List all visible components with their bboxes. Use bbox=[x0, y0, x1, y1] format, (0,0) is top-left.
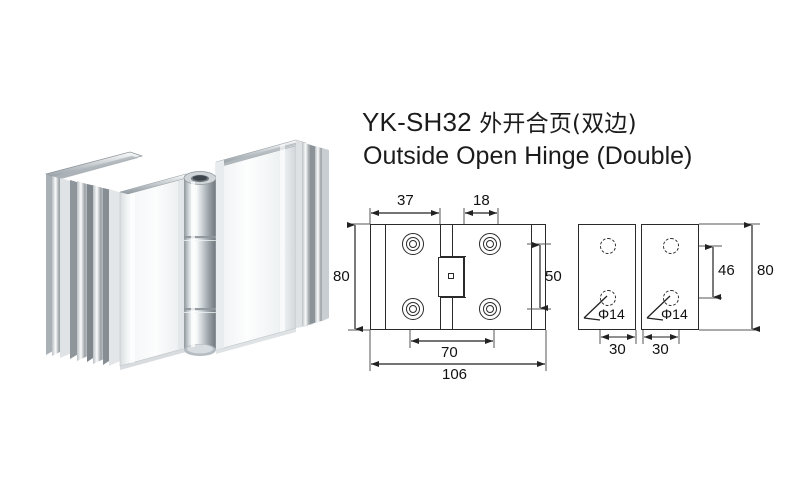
front-view-right-edge-line bbox=[531, 224, 533, 330]
dimension-label-46: 46 bbox=[718, 262, 735, 279]
dimension-label-37: 37 bbox=[397, 192, 414, 209]
dimension-label-phi14-right: Φ14 bbox=[661, 306, 688, 322]
product-photo bbox=[34, 112, 334, 370]
dimension-label-50: 50 bbox=[545, 268, 562, 285]
dimension-label-80-right: 80 bbox=[757, 262, 774, 279]
dimension-label-106: 106 bbox=[442, 366, 468, 383]
front-view-barrel-bottom-shoulder bbox=[440, 297, 466, 299]
product-title-english: Outside Open Hinge (Double) bbox=[363, 142, 693, 170]
product-code: YK-SH32 bbox=[362, 107, 472, 137]
hole-left-bottom bbox=[600, 290, 616, 306]
front-view-left-edge-line bbox=[385, 224, 387, 330]
dimension-label-30-left: 30 bbox=[609, 341, 626, 358]
hinge-illustration bbox=[44, 139, 329, 370]
front-view-barrel-right-line bbox=[464, 256, 466, 298]
product-name-chinese: 外开合页(双边) bbox=[479, 111, 637, 137]
dimension-label-80: 80 bbox=[333, 268, 350, 285]
dimension-label-18: 18 bbox=[473, 192, 490, 209]
hole-right-top bbox=[663, 238, 679, 254]
dimension-label-70: 70 bbox=[441, 344, 458, 361]
dimension-label-phi14-left: Φ14 bbox=[598, 306, 625, 322]
product-title-chinese: YK-SH32 外开合页(双边) bbox=[362, 104, 637, 138]
front-view-pin-marker bbox=[448, 273, 454, 279]
front-view-barrel-top-shoulder bbox=[440, 256, 466, 258]
hole-right-bottom bbox=[663, 290, 679, 306]
hole-left-top bbox=[600, 238, 616, 254]
dimension-label-30-right: 30 bbox=[652, 341, 669, 358]
